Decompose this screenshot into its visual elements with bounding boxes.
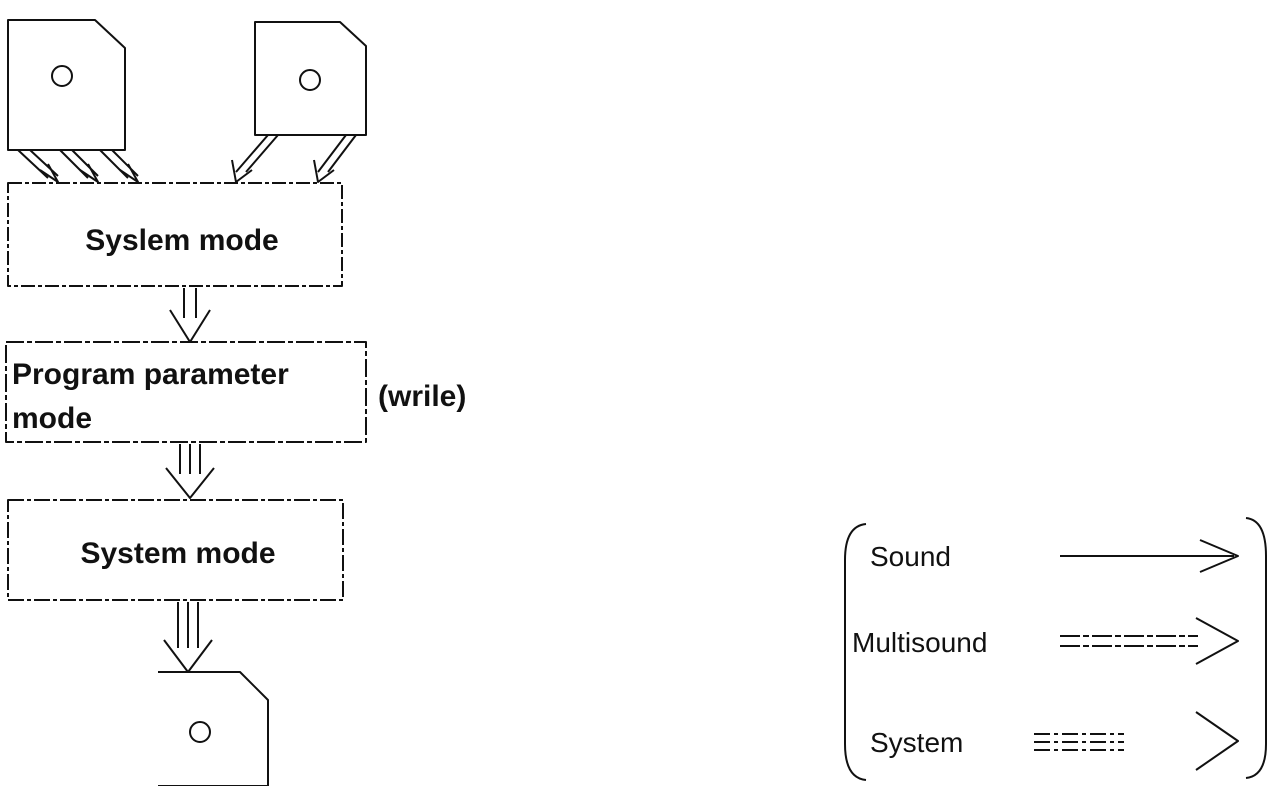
disk2-arrows [231, 134, 357, 183]
source-disk-1-icon [7, 19, 126, 151]
output-disk-icon [158, 671, 269, 786]
legend-multisound-arrow [1060, 617, 1239, 665]
program-parameter-label-line2: mode [12, 402, 92, 435]
system-mode-box-bottom [7, 499, 344, 601]
arrow-program-to-system [165, 444, 215, 499]
legend-bracket [844, 517, 1267, 781]
system-mode-top-label: Syslem mode [85, 224, 278, 257]
arrow-system-to-output [163, 602, 213, 673]
legend-sound-arrow [1060, 539, 1239, 573]
system-mode-box-top [7, 182, 343, 287]
disk1-arrows [17, 149, 139, 183]
legend-system-arrow [1034, 711, 1239, 771]
system-mode-bottom-label: System mode [80, 537, 275, 570]
program-parameter-mode-box [5, 341, 367, 443]
arrow-system-to-program [169, 288, 211, 343]
program-parameter-label-line1: Program parameter [12, 358, 289, 391]
write-label: (wrile) [378, 380, 466, 413]
source-disk-2-icon [254, 21, 367, 136]
legend-multisound-label: Multisound [852, 627, 987, 658]
legend-sound-label: Sound [870, 541, 951, 572]
legend-system-label: System [870, 727, 963, 758]
